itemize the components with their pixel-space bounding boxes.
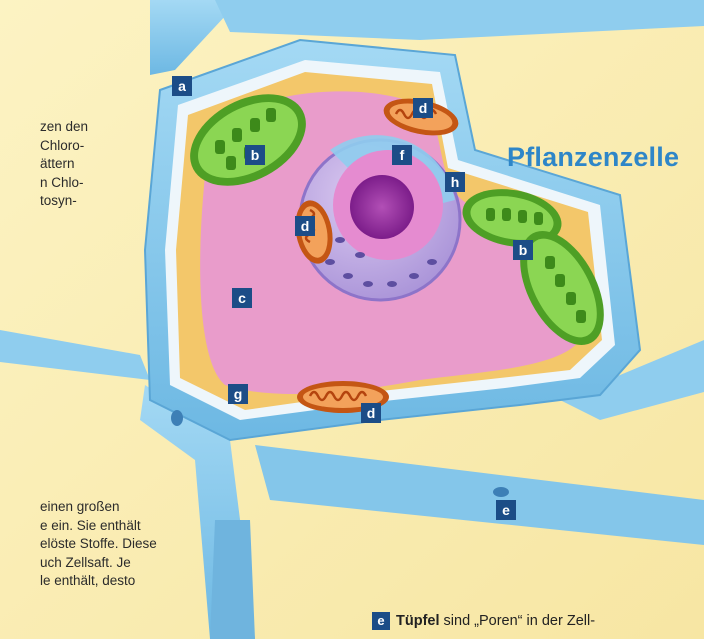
label-b-chloroplast: b [245,145,265,165]
text-line: uch Zellsaft. Je [0,554,157,573]
label-c-vacuole: c [232,288,252,308]
label-d-mitochondrion: d [361,403,381,423]
text-line: tosyn- [0,192,88,211]
label-g: g [228,384,248,404]
text-fragment-bottom: einen großen e ein. Sie enthält elöste S… [0,498,157,591]
text-line: n Chlo- [0,174,88,193]
label-f-nucleus: f [392,145,412,165]
label-d-mitochondrion: d [413,98,433,118]
text-line: Chloro- [0,137,88,156]
caption-text: sind „Poren“ in der Zell- [440,613,596,629]
label-a-cell-wall: a [172,76,192,96]
label-e-pit: e [496,500,516,520]
label-d-mitochondrion: d [295,216,315,236]
text-line: zen den [0,118,88,137]
caption-letter-box: e [372,612,390,630]
diagram-title: Pflanzenzelle [507,142,679,173]
text-line: ättern [0,155,88,174]
caption-term: Tüpfel [396,613,440,629]
label-b-chloroplast: b [513,240,533,260]
caption-line: e Tüpfel sind „Poren“ in der Zell- [372,612,595,630]
text-line: einen großen [0,498,157,517]
text-line: le enthält, desto [0,572,157,591]
text-line: e ein. Sie enthält [0,517,157,536]
text-fragment-top: zen den Chloro- ättern n Chlo- tosyn- [0,118,88,211]
text-line: elöste Stoffe. Diese [0,535,157,554]
label-h: h [445,172,465,192]
